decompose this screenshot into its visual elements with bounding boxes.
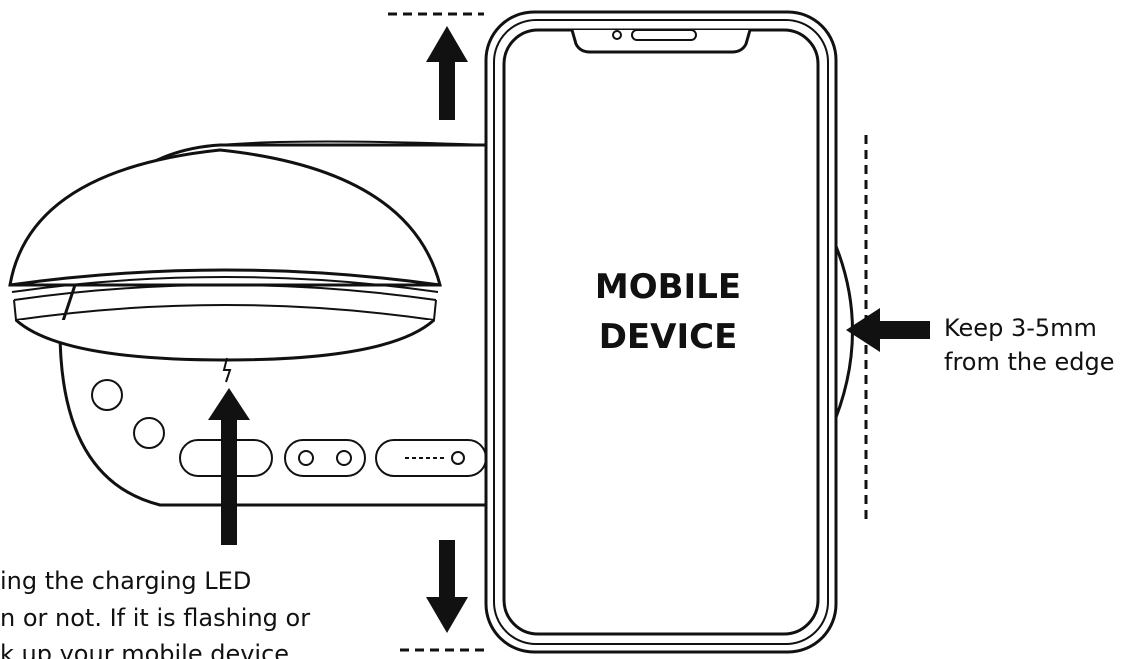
charging-led-icon [222, 357, 232, 383]
charger-dome [8, 148, 442, 362]
arrow-down-bottom [426, 540, 468, 633]
edge-note-line2: from the edge [944, 348, 1115, 376]
arrow-left-edge [846, 308, 930, 352]
button-round-1 [91, 379, 123, 411]
edge-note-line1: Keep 3-5mm [944, 314, 1097, 342]
mobile-device [484, 10, 838, 654]
front-camera-icon [612, 30, 622, 40]
dial-icon [336, 450, 352, 466]
dial-icon [298, 450, 314, 466]
button-pill-3 [375, 439, 487, 477]
device-label-line1: MOBILE [595, 267, 741, 307]
speaker-icon [631, 29, 697, 41]
arrow-up-top [426, 26, 468, 120]
arrow-up-led [208, 388, 250, 545]
led-note-line2: n or not. If it is flashing or [0, 604, 310, 632]
device-label-line2: DEVICE [599, 317, 738, 357]
button-pill-2 [284, 439, 366, 477]
led-note-line1: ing the charging LED [0, 567, 251, 595]
button-round-2 [133, 417, 165, 449]
dial-icon [451, 451, 465, 465]
led-note-line3: k up your mobile device [0, 640, 289, 659]
